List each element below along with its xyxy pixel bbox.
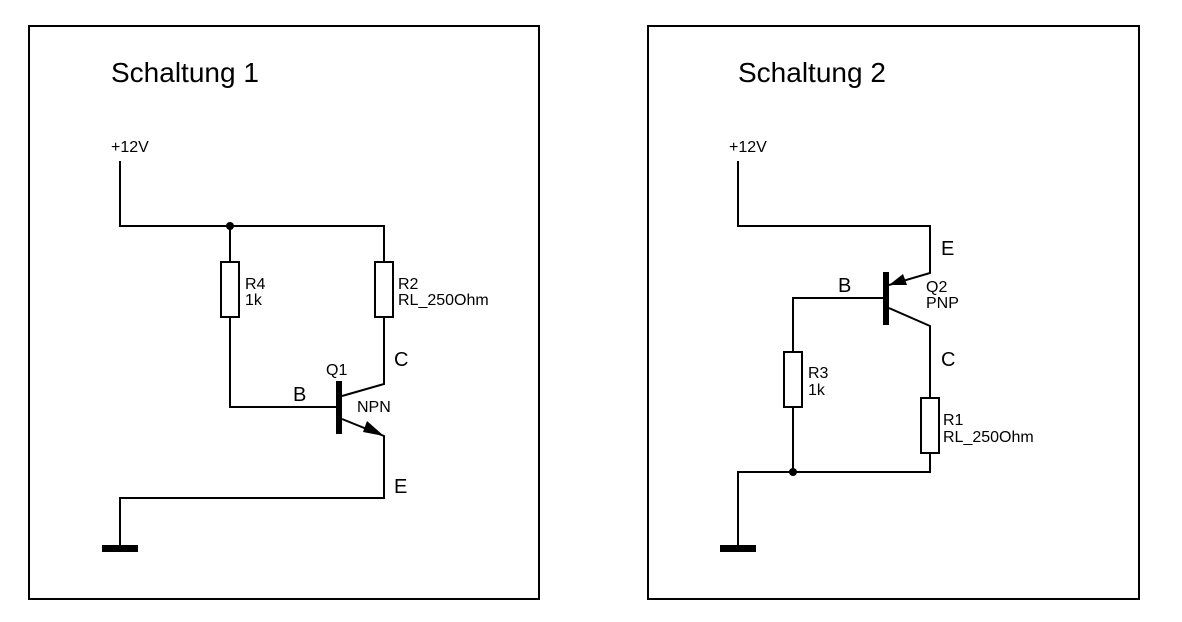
circuit-2-pnp-transistor <box>883 272 907 325</box>
circuit-2-emitter-arrow-icon <box>889 274 907 285</box>
circuit-1-npn-transistor <box>336 381 384 436</box>
circuit-1-ground-icon <box>102 545 138 552</box>
circuit-1-wires <box>119 161 385 545</box>
circuit-1-junction-dot <box>226 222 234 230</box>
circuit-1-r4-value: 1k <box>245 292 263 309</box>
circuit-2-frame <box>647 25 1140 600</box>
circuit-2-pin-collector-label: C <box>941 349 955 371</box>
circuit-1-resistor-r4 <box>220 261 240 318</box>
circuit-1-pin-collector-label: C <box>394 349 408 371</box>
circuit-1-pin-base-label: B <box>293 384 306 406</box>
circuit-1-transistor-name: Q1 <box>326 362 347 379</box>
circuit-2-r3-name: R3 <box>808 365 829 382</box>
circuit-1-r2-name: R2 <box>398 276 419 293</box>
circuit-2-transistor-base-bar <box>883 272 889 325</box>
circuit-1-supply-label: +12V <box>111 139 149 156</box>
circuit-1-r2-value: RL_250Ohm <box>398 292 489 309</box>
circuit-2-resistor-r1 <box>920 397 940 454</box>
circuit-2-wires <box>737 161 931 545</box>
circuit-2-r1-value: RL_250Ohm <box>943 429 1034 446</box>
circuit-2-resistor-r3 <box>783 351 803 408</box>
circuit-1-pin-emitter-label: E <box>394 476 407 498</box>
circuit-2-junction-dot <box>789 468 797 476</box>
circuit-2-pin-emitter-label: E <box>941 238 954 260</box>
circuit-1-panel: Schaltung 1 +12V R4 1k R2 RL_250Ohm Q1 N… <box>28 25 540 600</box>
circuit-1-emitter-arrow-icon <box>363 421 384 436</box>
circuit-2-r1-name: R1 <box>943 412 964 429</box>
circuit-2-title: Schaltung 2 <box>738 57 886 88</box>
circuit-1-transistor-base-bar <box>336 381 342 434</box>
circuit-2-ground-icon <box>720 545 756 552</box>
circuit-1-frame <box>28 25 540 600</box>
circuit-2-supply-label: +12V <box>729 139 767 156</box>
circuit-2-pin-base-label: B <box>838 275 851 297</box>
circuit-1-transistor-type: NPN <box>357 399 391 416</box>
circuit-2-transistor-type: PNP <box>926 295 959 312</box>
circuit-2-panel: Schaltung 2 +12V R3 1k R1 RL_250Ohm Q2 P… <box>647 25 1140 600</box>
circuit-1-r4-name: R4 <box>245 276 266 293</box>
circuit-1-resistor-r2 <box>374 261 394 318</box>
circuit-2-r3-value: 1k <box>808 382 826 399</box>
circuit-1-title: Schaltung 1 <box>111 57 259 88</box>
circuit-2-transistor-name: Q2 <box>926 279 947 296</box>
